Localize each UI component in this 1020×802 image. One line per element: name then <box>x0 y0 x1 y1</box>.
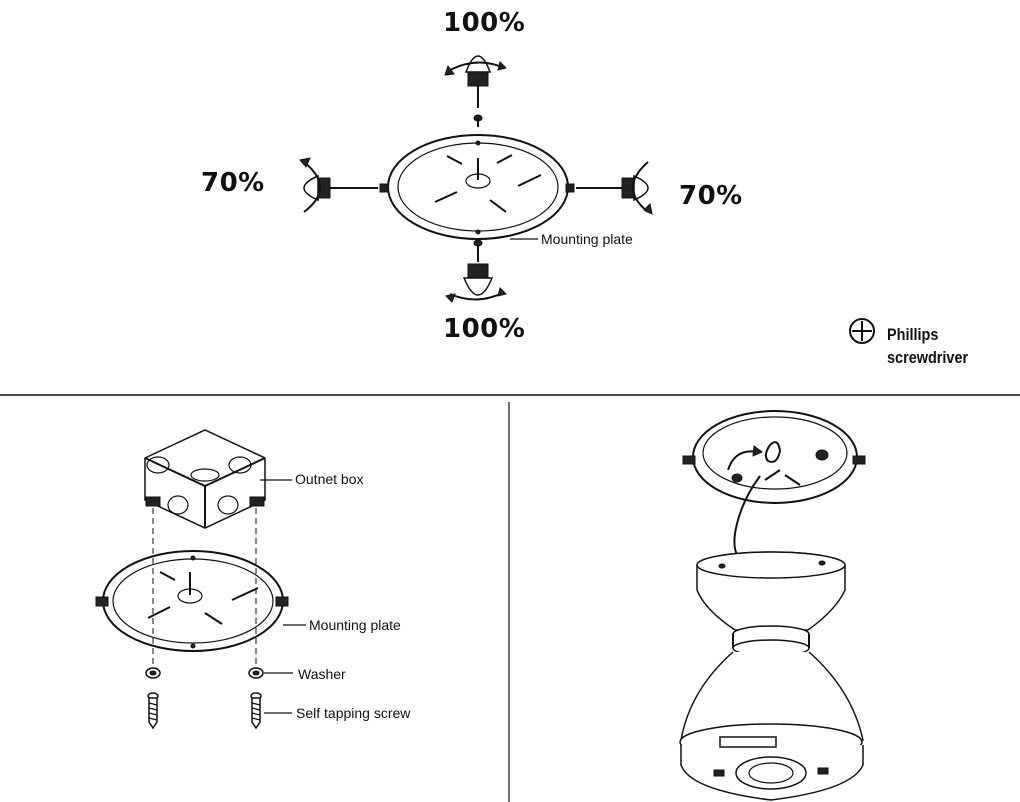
tool-label: Phillips screwdriver <box>887 323 968 369</box>
self-tapping-screws <box>147 692 262 730</box>
self-tapping-screw-label: Self tapping screw <box>296 705 411 721</box>
top-screw-percentage: 100% <box>443 8 526 38</box>
bottom-screw-assembly <box>445 239 507 303</box>
left-screw-percentage: 70% <box>201 168 265 198</box>
top-screw-assembly <box>444 55 507 127</box>
phillips-screwdriver-icon <box>849 318 875 344</box>
washer-label: Washer <box>298 666 346 682</box>
left-screw-assembly <box>299 157 389 213</box>
mounting-plate-label-2: Mounting plate <box>309 617 401 633</box>
right-screw-percentage: 70% <box>679 181 743 211</box>
mounting-plate-label: Mounting plate <box>541 231 633 247</box>
outlet-box <box>144 429 266 529</box>
outlet-box-label: Outnet box <box>295 471 364 487</box>
hanging-mounting-plate <box>682 410 866 504</box>
bottom-screw-percentage: 100% <box>443 314 526 344</box>
tool-label-line2: screwdriver <box>887 348 969 367</box>
safety-cable <box>733 475 761 557</box>
top-mounting-plate <box>387 134 569 240</box>
right-screw-assembly <box>565 161 653 215</box>
washers <box>145 667 264 679</box>
bottom-left-mounting-plate <box>95 550 289 652</box>
tool-label-line1: Phillips <box>887 325 939 344</box>
luminaire-body <box>679 551 864 801</box>
